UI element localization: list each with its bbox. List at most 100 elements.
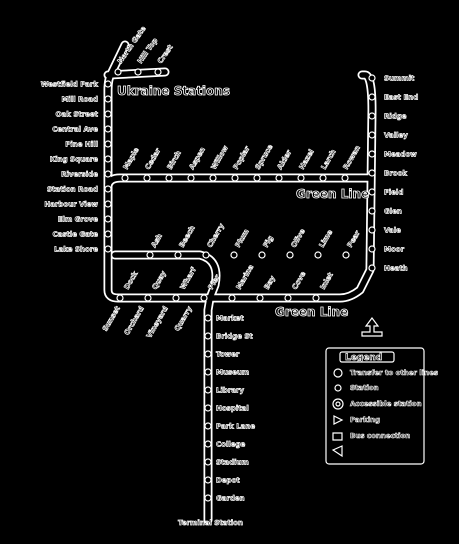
station-label-west_column-4: Pine Hill [65,141,98,149]
legend: Legend Transfer to other lines Station A… [325,347,438,465]
station-marker-lower_row-6[interactable] [284,294,292,302]
station-marker-south_column-3[interactable] [204,368,212,376]
station-marker-inner_row-4[interactable] [258,251,266,259]
station-marker-lower_row-5[interactable] [256,294,264,302]
station-label-east_column-10: Heath [384,265,408,273]
station-marker-south_column-4[interactable] [204,386,212,394]
station-marker-middle_row-1[interactable] [143,174,151,182]
station-label-east_column-5: Brook [384,170,407,178]
station-marker-west_column-6[interactable] [104,170,112,178]
station-marker-south_column-6[interactable] [204,422,212,430]
station-marker-east_column-4[interactable] [368,150,376,158]
station-marker-south_column-10[interactable] [204,494,212,502]
station-marker-top_row-1[interactable] [134,68,142,76]
station-marker-middle_row-3[interactable] [187,174,195,182]
station-marker-middle_row-7[interactable] [275,174,283,182]
station-label-inner_row-6: Lime [318,228,335,249]
station-label-lower_row-2: Wharf [179,265,198,291]
station-marker-east_column-0[interactable] [368,74,376,82]
station-label-west_column-2: Oak Street [56,111,99,119]
station-marker-west_column-7[interactable] [104,185,112,193]
station-marker-middle_row-8[interactable] [297,174,305,182]
station-marker-west_column-9[interactable] [104,215,112,223]
station-marker-middle_row-4[interactable] [209,174,217,182]
station-marker-east_column-5[interactable] [368,169,376,177]
station-label-east_column-7: Glen [384,208,402,216]
station-marker-top_row-2[interactable] [154,68,162,76]
station-marker-west_column-0[interactable] [104,80,112,88]
legend-box [325,347,425,465]
station-marker-middle_row-5[interactable] [231,174,239,182]
station-label-inner_row-2: Cherry [206,222,226,249]
station-marker-inner_row-5[interactable] [286,251,294,259]
station-marker-west_column-5[interactable] [104,155,112,163]
station-marker-west_column-2[interactable] [104,110,112,118]
station-label-middle_row-4: Willow [210,144,230,171]
station-marker-east_column-10[interactable] [368,264,376,272]
station-marker-east_column-3[interactable] [368,131,376,139]
station-marker-east_column-8[interactable] [368,226,376,234]
station-marker-lower_row-2[interactable] [172,294,180,302]
bus-icon [332,432,343,441]
station-marker-south_column-9[interactable] [204,476,212,484]
transfer-icon [333,368,343,378]
station-label-west_column-11: Lake Shore [54,246,98,254]
station-marker-top_row-0[interactable] [114,68,122,76]
station-marker-middle_row-0[interactable] [121,174,129,182]
station-label-top_row-2: Crest [156,43,175,65]
station-label-south_column-0: Market [216,315,244,323]
station-marker-east_column-6[interactable] [368,188,376,196]
line-label-east: Green Line [296,187,369,201]
station-marker-east_column-9[interactable] [368,245,376,253]
station-marker-middle_row-2[interactable] [165,174,173,182]
station-marker-inner_row-7[interactable] [342,251,350,259]
station-label-east_column-0: Summit [384,75,415,83]
station-marker-inner_row-3[interactable] [230,251,238,259]
station-marker-inner_row-2[interactable] [202,251,210,259]
station-icon [334,384,342,392]
station-marker-south_column-0[interactable] [204,314,212,322]
station-marker-east_column-1[interactable] [368,93,376,101]
station-marker-lower_row-1[interactable] [144,294,152,302]
arrow-icon [331,445,343,458]
station-marker-south_column-5[interactable] [204,404,212,412]
station-marker-inner_row-0[interactable] [146,251,154,259]
stations [104,68,376,502]
station-marker-west_column-1[interactable] [104,95,112,103]
station-label-east_column-2: Ridge [384,113,407,121]
station-marker-lower_row-0[interactable] [116,294,124,302]
station-marker-lower_row-7[interactable] [312,294,320,302]
station-marker-east_column-7[interactable] [368,207,376,215]
station-marker-middle_row-6[interactable] [253,174,261,182]
station-label-middle_row-2: Birch [166,149,183,171]
station-marker-south_column-7[interactable] [204,440,212,448]
station-marker-inner_row-1[interactable] [174,251,182,259]
station-marker-south_column-2[interactable] [204,350,212,358]
station-marker-lower_row-4[interactable] [228,294,236,302]
station-marker-middle_row-10[interactable] [341,174,349,182]
station-label-west_column-0: Westfield Park [41,81,99,89]
station-label-inner_row-7: Pear [346,229,362,249]
station-label-west_column-9: Elm Grove [58,216,98,224]
station-marker-west_column-3[interactable] [104,125,112,133]
station-marker-middle_row-9[interactable] [319,174,327,182]
station-label-west_column-1: Mill Road [61,96,98,104]
station-marker-south_column-8[interactable] [204,458,212,466]
station-marker-east_column-2[interactable] [368,112,376,120]
station-marker-lower_row-3[interactable] [200,294,208,302]
legend-title: Legend [345,353,382,363]
terminus-label: Terminal Station [178,519,243,527]
station-label-inner_row-5: Olive [290,227,307,249]
line-label-north: Ukraine Stations [117,84,230,98]
station-label-inner_row-4: Fig [262,234,275,249]
station-label-inner_row-0: Ash [150,232,164,249]
station-label-middle_row-3: Aspen [188,146,207,171]
station-marker-inner_row-6[interactable] [314,251,322,259]
station-marker-west_column-8[interactable] [104,200,112,208]
station-label-south_column-9: Depot [216,477,240,485]
station-marker-west_column-4[interactable] [104,140,112,148]
station-label-west_column-8: Harbour View [44,201,98,209]
station-marker-west_column-11[interactable] [104,245,112,253]
station-marker-west_column-10[interactable] [104,230,112,238]
station-marker-south_column-1[interactable] [204,332,212,340]
